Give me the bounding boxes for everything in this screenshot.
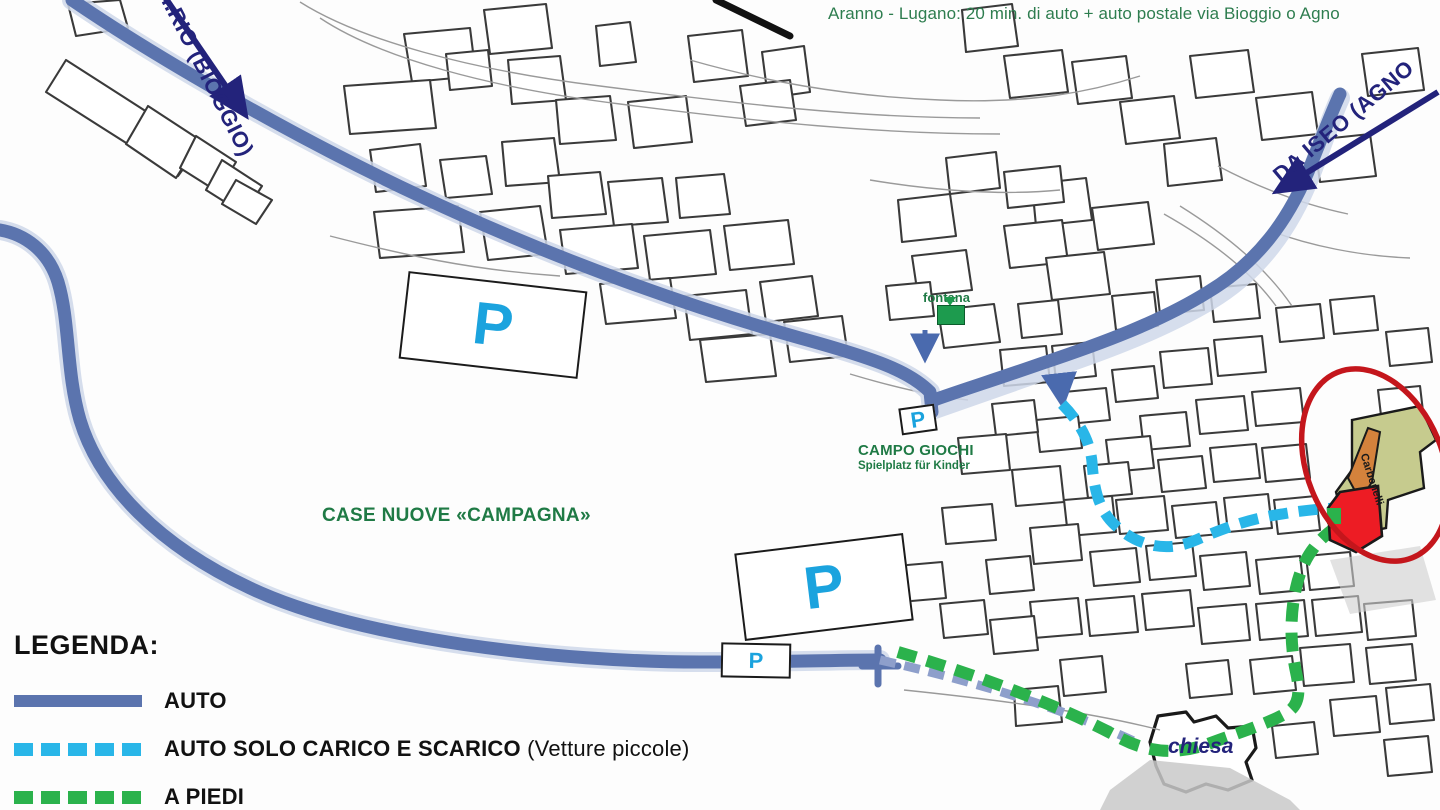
direction-arrow-northwest <box>163 0 249 120</box>
legend-label-carico-scarico: AUTO SOLO CARICO E SCARICO (Vetture picc… <box>164 736 690 762</box>
road-to-route-arrow <box>1041 371 1077 409</box>
legend-swatch-a-piedi <box>14 790 142 804</box>
fountain-pin-icon <box>944 297 956 306</box>
legend-swatch-auto <box>14 695 142 707</box>
legend-swatch-carico-scarico <box>14 742 142 756</box>
legend-item-auto: AUTO <box>14 683 794 719</box>
parking-letter: P <box>799 550 848 623</box>
map-edge-mark <box>712 0 794 40</box>
legend-label-auto: AUTO <box>164 688 227 714</box>
legend-text-auto: AUTO <box>164 688 227 713</box>
legend-text-carico-scarico: AUTO SOLO CARICO E SCARICO <box>164 736 521 761</box>
parking-marker-small-campo-giochi[interactable]: P <box>898 403 938 436</box>
route-carico-scarico <box>1058 400 1345 553</box>
direction-arrow-northeast <box>1271 89 1440 195</box>
plaza-shading <box>1100 546 1436 810</box>
legend-subtext-carico-scarico: (Vetture piccole) <box>520 736 690 761</box>
route-a-piedi <box>896 520 1342 757</box>
carbonelli-buildings <box>1326 404 1438 554</box>
legend-label-a-piedi: A PIEDI <box>164 784 244 810</box>
legend-item-a-piedi: A PIEDI <box>14 779 794 810</box>
parking-letter: P <box>908 405 927 433</box>
legend: LEGENDA: AUTO AUTO SOLO CARICO E SCARICO… <box>14 630 794 810</box>
fountain-icon <box>937 305 965 325</box>
legend-text-a-piedi: A PIEDI <box>164 784 245 809</box>
legend-item-carico-scarico: AUTO SOLO CARICO E SCARICO (Vetture picc… <box>14 731 794 767</box>
legend-title: LEGENDA: <box>14 630 159 660</box>
parking-letter: P <box>469 288 517 361</box>
highlight-ellipse <box>1298 366 1440 564</box>
